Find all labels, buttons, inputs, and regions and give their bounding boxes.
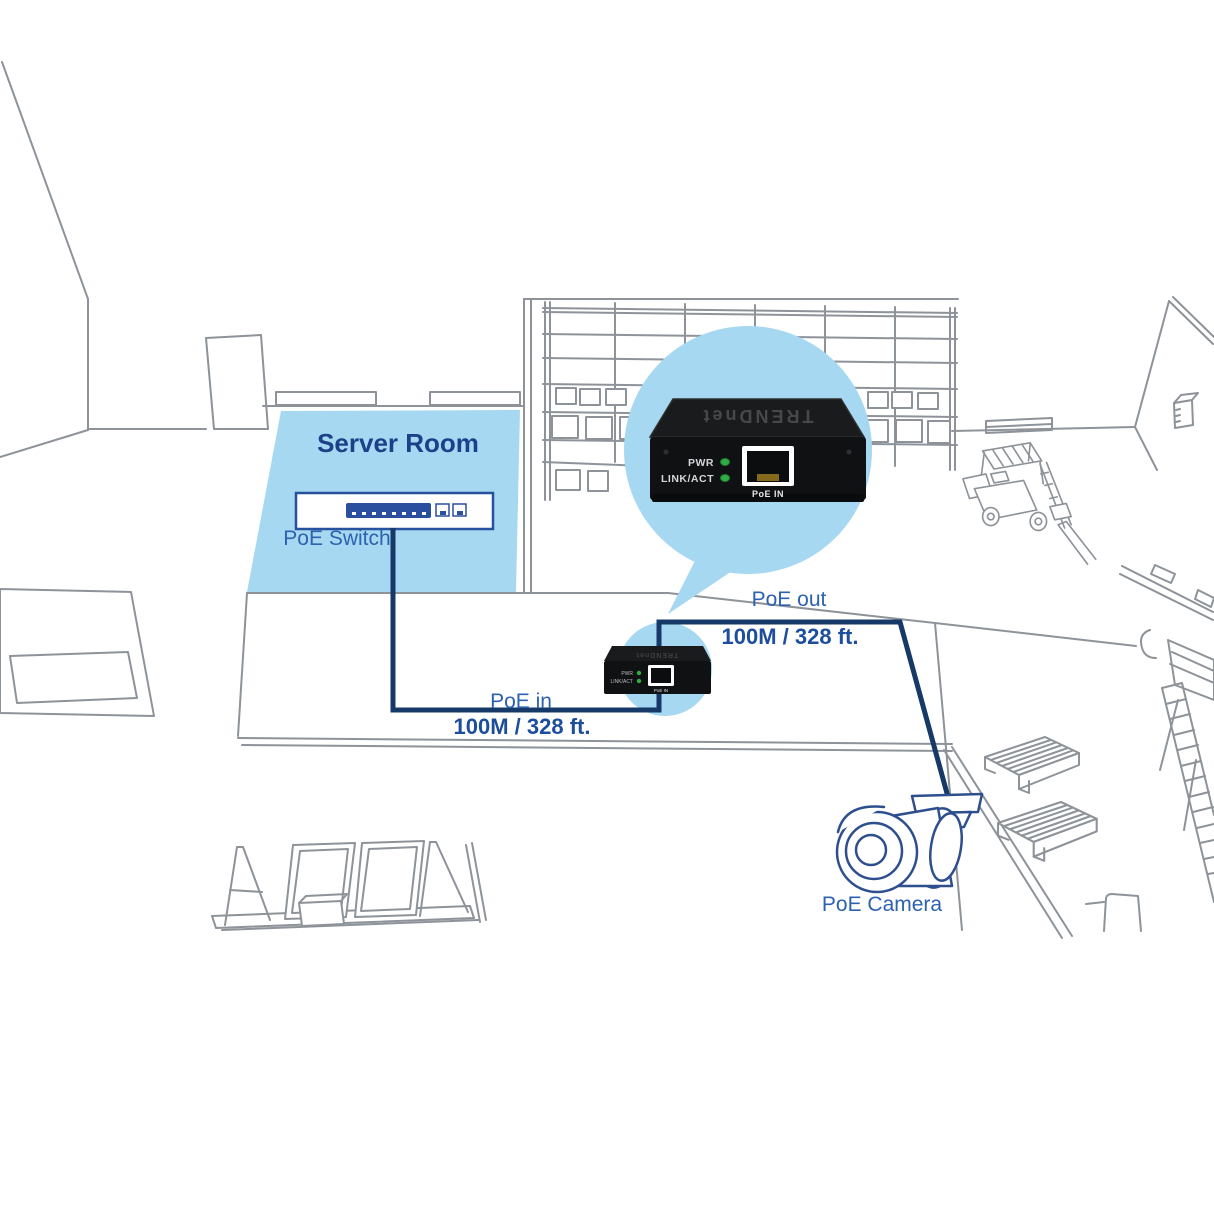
link-led-label: LINK/ACT — [661, 473, 714, 485]
poe-in-port-label: PoE IN — [752, 489, 784, 499]
link-led-small — [636, 678, 642, 684]
conveyor — [1119, 564, 1214, 903]
door-frame — [1085, 893, 1142, 932]
pwr-led-label: PWR — [688, 457, 714, 469]
wall-box-icon — [1173, 399, 1194, 429]
pwr-led-label-small: PWR — [621, 671, 633, 677]
camera-rear-ring-inner — [929, 812, 963, 882]
extender-brand-small: TRENDnet — [636, 651, 679, 658]
extender-brand: TRENDnet — [701, 406, 814, 426]
camera-lens — [854, 833, 888, 867]
pwr-led-small — [636, 670, 642, 676]
server-room: Server Room PoE Switch — [247, 410, 520, 592]
poe-camera: PoE Camera — [822, 792, 984, 916]
switch-port-strip — [346, 503, 431, 518]
forklift — [962, 441, 1097, 565]
extender-top — [604, 646, 711, 661]
poe-out-distance: 100M / 328 ft. — [722, 624, 859, 649]
pallet — [996, 800, 1098, 862]
switch-port-leds — [352, 512, 426, 515]
poe-extender-zoom: TRENDnet PWR LINK/ACT PoE IN — [648, 398, 866, 502]
poe-in-port-label-small: PoE IN — [654, 688, 668, 693]
pwr-led — [720, 458, 730, 466]
poe-extender-small: TRENDnet PWR LINK/ACT PoE IN — [604, 646, 711, 694]
poe-switch-label: PoE Switch — [283, 527, 390, 550]
side-table — [0, 588, 155, 717]
extender-zoom-base — [652, 494, 864, 502]
wall-box-icon — [1173, 392, 1199, 404]
wall-top-strip — [429, 391, 521, 406]
rj45-jack-small — [651, 668, 671, 683]
warehouse-walls — [0, 61, 1214, 939]
switch-uplink-pin — [457, 511, 463, 515]
poe-in-label: PoE in — [490, 690, 552, 713]
screw — [846, 449, 852, 455]
server-room-title: Server Room — [317, 428, 479, 458]
screw — [663, 449, 669, 455]
poe-in-distance: 100M / 328 ft. — [454, 714, 591, 739]
camera-hood — [836, 805, 886, 834]
rj45-pins — [757, 474, 779, 481]
pallet — [984, 736, 1080, 794]
extender-zoom-top — [648, 398, 866, 438]
poe-switch — [294, 491, 495, 531]
wall-top-strip — [275, 391, 377, 406]
workbenches — [211, 840, 487, 931]
poe-out-label: PoE out — [752, 588, 827, 611]
link-led — [720, 474, 730, 482]
poe-camera-label: PoE Camera — [822, 893, 943, 916]
link-led-label-small: LINK/ACT — [610, 679, 633, 685]
switch-uplink-pin — [440, 511, 446, 515]
leaning-door-panel — [205, 334, 269, 430]
